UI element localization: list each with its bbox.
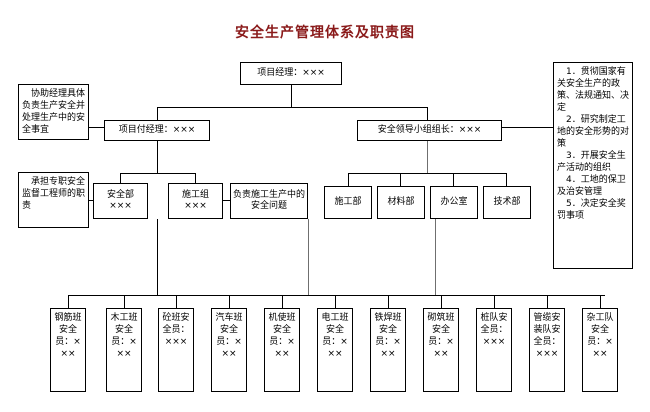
connector-officer-drop-9: [547, 295, 548, 308]
node-safety-officer-1[interactable]: 木工班安全员：×××: [106, 308, 142, 392]
node-safety-officer-2-label: 砼班安全员：×××: [162, 313, 190, 347]
node-safety-group-leader[interactable]: 安全领导小组组长：×××: [357, 120, 502, 141]
connector-officer-drop-6: [388, 295, 389, 308]
responsibility-item-0: 1．贯彻国家有关安全生产的政策、法规通知、决定: [557, 67, 630, 113]
connector-to-office: [453, 173, 454, 186]
node-technical-dept[interactable]: 技术部: [483, 186, 531, 219]
node-deputy-manager[interactable]: 项目付经理：×××: [104, 120, 210, 141]
responsibility-item-3: 4．工地的保卫及治安管理: [557, 175, 626, 197]
node-safety-officer-7[interactable]: 砌筑班安全员：×××: [423, 308, 459, 392]
connector-to-material-dept: [400, 173, 401, 186]
connector-technicaldept-drop: [435, 219, 436, 295]
connector-leader-down: [427, 141, 428, 173]
node-safety-officer-8[interactable]: 桩队安全员：×××: [476, 308, 512, 392]
node-safety-officer-0-label: 钢筋班安全员：×××: [54, 313, 82, 359]
connector-to-safety-dept: [120, 173, 121, 183]
node-construction-dept-label: 施工部: [334, 197, 362, 207]
node-safety-officer-2[interactable]: 砼班安全员：×××: [158, 308, 194, 392]
connector-to-construction-dept: [348, 173, 349, 186]
connector-officer-drop-5: [335, 295, 336, 308]
node-safety-officer-3[interactable]: 汽车班安全员：×××: [211, 308, 247, 392]
connector-officer-drop-8: [494, 295, 495, 308]
node-construction-team-person: ×××: [184, 201, 207, 211]
responsibility-item-4: 5．决定安全奖罚事项: [557, 199, 626, 221]
connector-assist-to-deputy: [89, 127, 104, 128]
responsibility-item-1: 2．研究制定工地的安全形势的对策: [557, 115, 630, 149]
connector-officer-drop-10: [600, 295, 601, 308]
connector-officer-drop-3: [229, 295, 230, 308]
responsibility-item-2: 3．开展安全生产活动的组织: [557, 151, 626, 173]
node-safety-group-leader-label: 安全领导小组组长：×××: [377, 125, 482, 135]
connector-to-technical-dept: [506, 173, 507, 186]
node-safety-officer-0[interactable]: 钢筋班安全员：×××: [50, 308, 86, 392]
connector-officer-drop-4: [282, 295, 283, 308]
node-project-manager[interactable]: 项目经理：×××: [240, 62, 342, 85]
node-safety-officer-3-label: 汽车班安全员：×××: [215, 313, 243, 359]
node-assist-manager-duty-label: 协助经理具体负责生产安全并处理生产中的安全事宜: [22, 89, 86, 135]
connector-deputy-down: [157, 141, 158, 173]
node-safety-dept-person: ×××: [109, 201, 132, 211]
node-safety-officer-9-label: 管缆安装队安全员：×××: [533, 313, 561, 359]
node-safety-officer-10[interactable]: 杂工队安全员：×××: [582, 308, 618, 392]
connector-officer-drop-7: [441, 295, 442, 308]
node-office-label: 办公室: [440, 197, 468, 207]
connector-bus-to-leader: [427, 107, 428, 120]
node-safety-officer-7-label: 砌筑班安全员：×××: [427, 313, 455, 359]
connector-level2-bus: [157, 107, 427, 108]
node-safety-officer-10-label: 杂工队安全员：×××: [586, 313, 614, 359]
node-material-dept[interactable]: 材料部: [377, 186, 425, 219]
connector-constructiondept-drop: [308, 219, 309, 295]
node-safety-officer-6-label: 铁焊班安全员：×××: [374, 313, 402, 359]
node-technical-dept-label: 技术部: [493, 197, 521, 207]
node-deputy-manager-label: 项目付经理：×××: [118, 125, 196, 135]
connector-officer-drop-1: [124, 295, 125, 308]
connector-leader-to-responsibilities: [502, 127, 553, 128]
node-safety-dept-label: 安全部: [106, 190, 134, 200]
node-safety-officer-6[interactable]: 铁焊班安全员：×××: [370, 308, 406, 392]
node-safety-engineer-duty-label: 承担专职安全监督工程师的职责: [22, 177, 86, 211]
node-safety-officer-4[interactable]: 机使班安全员：×××: [264, 308, 300, 392]
node-material-dept-label: 材料部: [387, 197, 415, 207]
node-safety-officer-1-label: 木工班安全员：×××: [110, 313, 138, 359]
page-title: 安全生产管理体系及职责图: [235, 25, 415, 41]
node-safety-officer-8-label: 桩队安全员：×××: [480, 313, 508, 347]
node-construction-team[interactable]: 施工组 ×××: [168, 183, 223, 219]
connector-officer-drop-0: [68, 295, 69, 308]
connector-pm-down: [291, 85, 292, 107]
node-safety-officer-5[interactable]: 电工班安全员：×××: [317, 308, 353, 392]
node-assist-manager-duty[interactable]: 协助经理具体负责生产安全并处理生产中的安全事宜: [18, 84, 89, 140]
node-construction-safety-note-label: 负责施工生产中的安全问题: [232, 190, 305, 211]
connector-deputy-children-bus: [120, 173, 195, 174]
node-construction-safety-note[interactable]: 负责施工生产中的安全问题: [230, 183, 308, 219]
connector-dept-bus: [348, 173, 506, 174]
node-safety-dept[interactable]: 安全部 ×××: [93, 183, 148, 219]
connector-bus-to-deputy: [157, 107, 158, 120]
connector-officers-bus: [68, 295, 605, 296]
node-safety-engineer-duty[interactable]: 承担专职安全监督工程师的职责: [18, 172, 89, 228]
connector-to-construction-team: [195, 173, 196, 183]
node-safety-officer-5-label: 电工班安全员：×××: [321, 313, 349, 359]
connector-team-drop-to-officers: [157, 219, 158, 295]
node-safety-officer-9[interactable]: 管缆安装队安全员：×××: [529, 308, 565, 392]
node-office[interactable]: 办公室: [430, 186, 478, 219]
connector-officer-drop-2: [176, 295, 177, 308]
node-construction-team-label: 施工组: [181, 190, 209, 200]
node-project-manager-label: 项目经理：×××: [257, 68, 325, 78]
node-responsibilities-panel[interactable]: 1．贯彻国家有关安全生产的政策、法规通知、决定 2．研究制定工地的安全形势的对策…: [553, 62, 633, 269]
node-construction-dept[interactable]: 施工部: [324, 186, 372, 219]
node-safety-officer-4-label: 机使班安全员：×××: [268, 313, 296, 359]
